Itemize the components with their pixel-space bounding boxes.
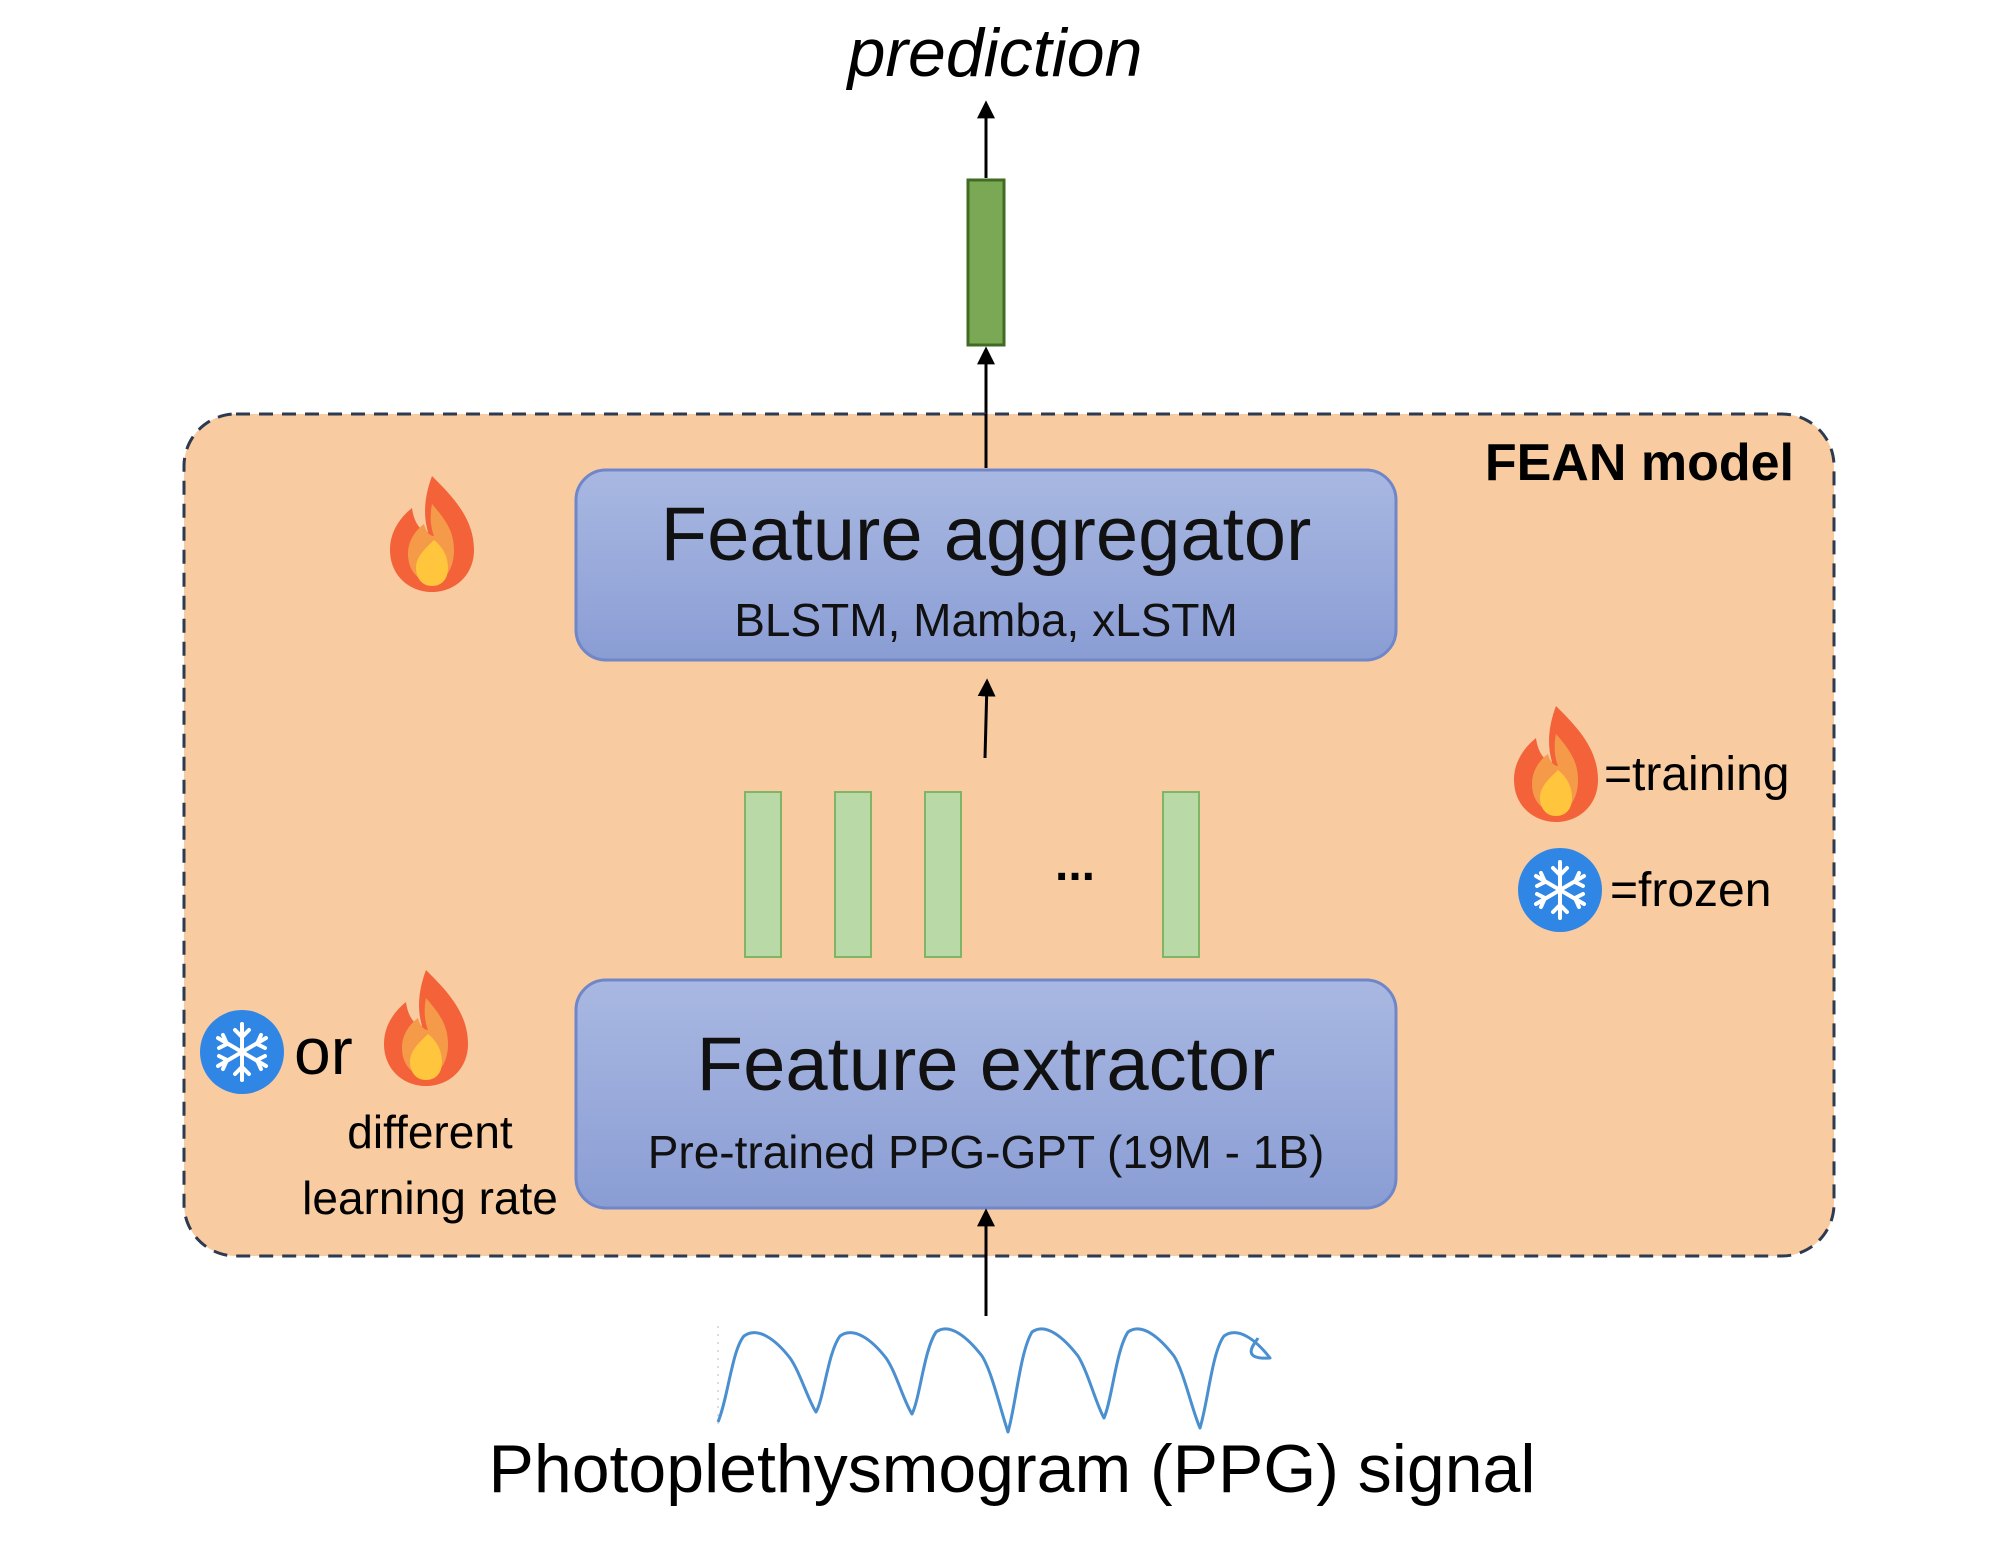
or-label: or xyxy=(294,1014,353,1088)
learning-rate-note-line2: learning rate xyxy=(302,1172,558,1224)
extractor-snowflake-icon xyxy=(198,1008,286,1096)
legend-snowflake-icon xyxy=(1516,846,1604,934)
feature-extractor-block xyxy=(574,978,1398,1210)
feature-vector xyxy=(924,791,962,958)
arrow-to-aggregator xyxy=(977,678,996,759)
output-vector xyxy=(966,178,1006,347)
feature-extractor-title: Feature extractor xyxy=(697,1022,1276,1107)
learning-rate-note-line1: different xyxy=(347,1106,513,1158)
feature-vector xyxy=(744,791,782,958)
feature-aggregator-subtitle: BLSTM, Mamba, xLSTM xyxy=(734,594,1238,646)
fean-model-label: FEAN model xyxy=(1485,434,1794,492)
feature-ellipsis: ... xyxy=(1055,838,1095,891)
ppg-waveform xyxy=(716,1327,1272,1434)
prediction-label: prediction xyxy=(846,15,1143,91)
feature-extractor-subtitle: Pre-trained PPG-GPT (19M - 1B) xyxy=(648,1126,1325,1178)
ppg-signal-label: Photoplethysmogram (PPG) signal xyxy=(489,1431,1536,1507)
legend-training-label: =training xyxy=(1604,748,1789,801)
legend-frozen-label: =frozen xyxy=(1610,864,1771,917)
feature-vector xyxy=(834,791,872,958)
feature-aggregator-title: Feature aggregator xyxy=(661,492,1312,577)
feature-aggregator-block xyxy=(574,468,1398,662)
feature-vector xyxy=(1162,791,1200,958)
